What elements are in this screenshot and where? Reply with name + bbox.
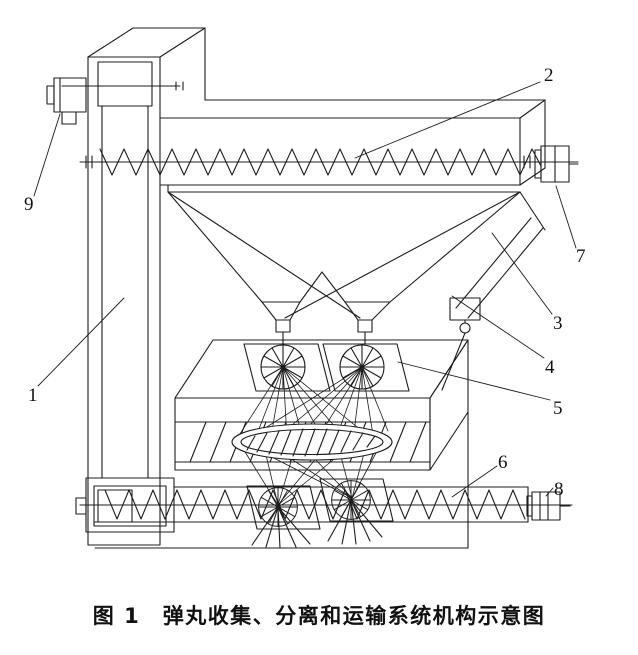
mechanism-diagram: 1 2 3 4 5 6 7 8 9	[24, 27, 586, 549]
bottom-conveyor-motor	[526, 491, 571, 521]
part-label-1: 1	[28, 385, 38, 406]
part-label-2: 2	[544, 65, 554, 86]
top-conveyor-motor	[534, 145, 579, 183]
part-label-6: 6	[498, 452, 508, 473]
elevator-tower	[61, 27, 206, 546]
part-label-4: 4	[545, 357, 555, 378]
elevator-motor	[46, 77, 87, 125]
part-labels: 1 2 3 4 5 6 7 8 9	[24, 65, 586, 500]
part-label-3: 3	[553, 313, 563, 334]
bottom-wheels	[246, 478, 394, 549]
part-label-5: 5	[553, 398, 563, 419]
collection-hopper	[167, 184, 521, 345]
top-screw-conveyor	[79, 99, 579, 186]
right-feed-chute	[441, 191, 546, 391]
separator-wheels	[243, 343, 410, 392]
part-label-8: 8	[554, 479, 564, 500]
bottom-screw-conveyor	[79, 486, 573, 549]
part-label-7: 7	[576, 246, 586, 267]
shot-bed-ellipse	[231, 423, 393, 461]
leader-lines	[33, 81, 577, 498]
figure-caption: 图 1 弹丸收集、分离和运输系统机构示意图	[92, 604, 546, 628]
part-label-9: 9	[24, 194, 34, 215]
